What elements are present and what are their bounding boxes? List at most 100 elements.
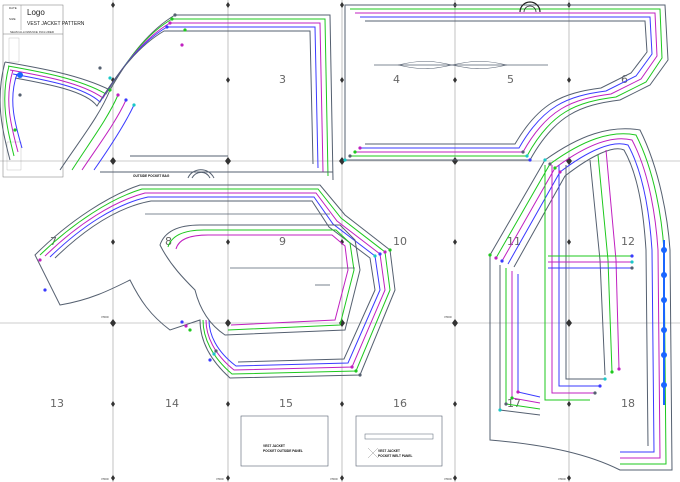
notch-marker <box>184 324 188 328</box>
pattern-pieces <box>0 1 673 471</box>
piece-pocket-panels <box>240 415 443 467</box>
notch-marker <box>108 76 112 80</box>
tile-number: 13 <box>50 397 64 410</box>
registration-diamond <box>567 239 571 245</box>
notch-marker <box>350 365 354 369</box>
tile-number: 6 <box>621 73 628 86</box>
registration-diamond <box>111 239 115 245</box>
registration-diamond <box>453 239 457 245</box>
pocket-outside-panel-label: VEST JACKET POCKET OUTSIDE PANEL <box>263 444 303 453</box>
registration-diamond <box>226 77 230 83</box>
notch-marker <box>378 252 382 256</box>
notch-marker <box>543 158 547 162</box>
notch-marker <box>598 384 602 388</box>
notch-marker <box>630 254 634 258</box>
piece-front-upper <box>0 14 334 181</box>
tile-number: 12 <box>621 235 635 248</box>
notch-marker <box>168 21 172 25</box>
notch-marker <box>593 391 597 395</box>
registration-diamond <box>110 157 116 165</box>
allowance-note: SEAM ALLOWANCE INCLUDED <box>10 30 55 34</box>
notch-marker <box>488 253 492 257</box>
pocket-welt-panel-label: VEST JACKET POCKET WELT PANEL <box>378 449 412 458</box>
mark-label: 7/000 <box>444 477 452 481</box>
tile-number: 15 <box>279 397 293 410</box>
notch-marker <box>504 402 508 406</box>
notch-marker <box>553 166 557 170</box>
registration-diamond <box>340 2 344 8</box>
registration-diamond <box>566 319 572 327</box>
notch-marker <box>498 408 502 412</box>
label-line: POCKET OUTSIDE PANEL <box>263 449 303 453</box>
notch-marker <box>630 266 634 270</box>
notch-marker <box>610 370 614 374</box>
tile-number: 16 <box>393 397 407 410</box>
side-block-label: SIZE <box>9 17 16 21</box>
notch-marker <box>132 103 136 107</box>
notch-marker <box>180 43 184 47</box>
registration-diamond <box>567 77 571 83</box>
notch-marker <box>358 373 362 377</box>
notch-marker <box>17 72 23 78</box>
notch-marker <box>373 254 377 258</box>
mark-label: 7/000 <box>558 477 566 481</box>
notch-marker <box>661 247 667 253</box>
notch-marker <box>617 367 621 371</box>
notch-marker <box>188 328 192 332</box>
registration-diamond <box>567 401 571 407</box>
notch-marker <box>13 128 17 132</box>
notch-marker <box>43 288 47 292</box>
pattern-title: VEST JACKET PATTERN <box>27 21 85 27</box>
registration-diamond <box>339 157 345 165</box>
registration-diamond <box>226 2 230 8</box>
notch-marker <box>548 162 552 166</box>
logo: Logo <box>27 8 45 17</box>
registration-diamond <box>340 77 344 83</box>
notch-marker <box>183 28 187 32</box>
registration-diamond <box>453 401 457 407</box>
notch-marker <box>180 320 184 324</box>
registration-diamond <box>226 475 230 481</box>
notch-marker <box>38 258 42 262</box>
registration-diamond <box>567 475 571 481</box>
notch-marker <box>214 349 218 353</box>
mark-label: 7/000 <box>444 315 452 319</box>
registration-diamond <box>339 319 345 327</box>
mark-label: 7/000 <box>216 477 224 481</box>
tile-number: 7 <box>50 235 57 248</box>
notch-marker <box>358 146 362 150</box>
registration-diamond <box>111 475 115 481</box>
mark-label: 7/000 <box>330 477 338 481</box>
notch-marker <box>630 260 634 264</box>
tile-number: 11 <box>507 235 521 248</box>
notch-marker <box>661 327 667 333</box>
label-line: VEST JACKET <box>378 449 400 453</box>
scale-marks: 7/000 7/000 7/000 7/000 7/000 7/000 7/00… <box>101 315 566 481</box>
notch-marker <box>661 352 667 358</box>
tile-number: 5 <box>507 73 514 86</box>
registration-diamond <box>340 475 344 481</box>
piece-labels: OUTSIDE POCKET BAG VEST JACKET POCKET OU… <box>133 174 412 458</box>
label-line: POCKET WELT PANEL <box>378 454 412 458</box>
tile-number: 4 <box>393 73 400 86</box>
piece-front-long <box>489 128 673 471</box>
notch-marker <box>354 369 358 373</box>
registration-diamond <box>340 401 344 407</box>
notch-marker <box>98 66 102 70</box>
registration-diamond <box>453 475 457 481</box>
notch-marker <box>343 158 347 162</box>
notch-marker <box>661 297 667 303</box>
tile-numbers: 3 4 5 6 7 8 9 10 11 12 13 14 15 16 17 18 <box>50 73 635 410</box>
notch-marker <box>124 98 128 102</box>
notch-marker <box>661 272 667 278</box>
notch-marker <box>528 158 532 162</box>
notch-marker <box>170 17 174 21</box>
notch-marker <box>353 150 357 154</box>
outside-pocket-bag-label: OUTSIDE POCKET BAG <box>133 174 170 178</box>
mark-label: 7/000 <box>101 315 109 319</box>
notch-marker <box>661 382 667 388</box>
notch-marker <box>108 88 112 92</box>
notch-marker <box>516 390 520 394</box>
